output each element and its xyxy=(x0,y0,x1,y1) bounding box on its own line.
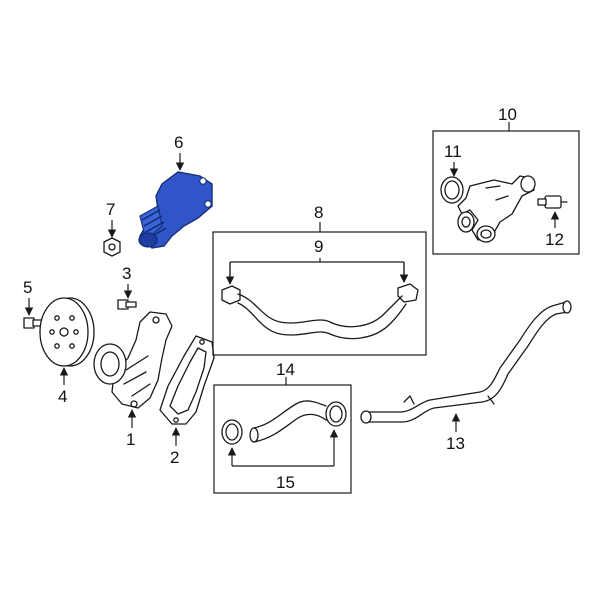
callout-11: 11 xyxy=(444,142,462,161)
callout-10: 10 xyxy=(498,105,517,124)
thermostat-housing-outlet xyxy=(138,232,158,248)
callout-9: 9 xyxy=(314,237,323,256)
thermostat-housing-bolt-hole xyxy=(204,200,212,208)
upper-hose-part[interactable] xyxy=(221,283,419,340)
callout-1: 1 xyxy=(126,430,135,449)
callout-14: 14 xyxy=(276,360,295,379)
callout-13: 13 xyxy=(446,434,465,453)
thermostat-housing-bolt-hole xyxy=(199,177,207,185)
callout-5: 5 xyxy=(23,278,32,297)
callout-12: 12 xyxy=(545,230,564,249)
outlet-assembly-box xyxy=(432,130,580,255)
coolant-pipe-part[interactable] xyxy=(360,300,572,424)
callout-4: 4 xyxy=(58,387,67,406)
housing-nut-part[interactable] xyxy=(103,237,121,257)
temperature-sensor-part[interactable] xyxy=(537,195,568,209)
callout-3: 3 xyxy=(122,264,131,283)
o-ring-part[interactable] xyxy=(440,176,464,204)
water-pump-gasket-part[interactable] xyxy=(159,335,215,425)
thermostat-housing-neck xyxy=(139,205,163,242)
pump-bolt-part[interactable] xyxy=(117,299,137,310)
lower-hose-box xyxy=(213,384,352,494)
callout-2: 2 xyxy=(170,448,179,467)
callout-6: 6 xyxy=(174,133,183,152)
lower-hose-part[interactable] xyxy=(221,400,347,445)
callout-15: 15 xyxy=(276,473,295,492)
water-pump-part[interactable] xyxy=(93,311,173,409)
thermostat-housing-ribs xyxy=(141,209,167,239)
callout-7: 7 xyxy=(106,200,115,219)
callout-8: 8 xyxy=(314,203,323,222)
water-outlet-part[interactable] xyxy=(457,175,536,243)
pump-pulley-part[interactable] xyxy=(39,297,95,367)
thermostat-housing-part[interactable] xyxy=(138,171,213,249)
